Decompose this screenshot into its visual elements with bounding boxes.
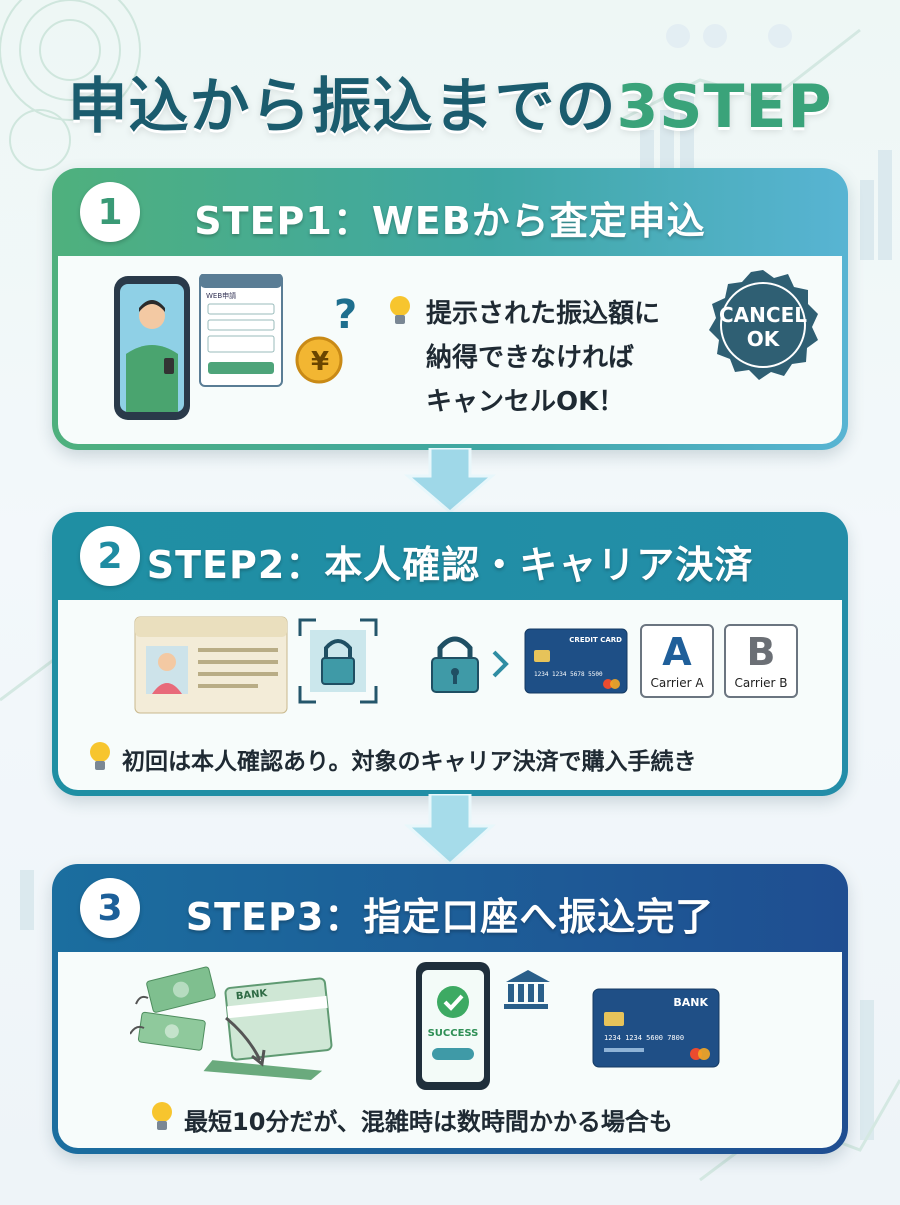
carrier-b-name: Carrier B [734,676,788,690]
lock-icon [431,636,479,693]
step3-title: STEP3：指定口座へ振込完了 [185,895,715,939]
lightbulb-icon [390,296,410,324]
step1-tip-line: 納得できなければ [426,343,635,373]
stamp-line2: OK [747,327,781,351]
step1-title: STEP1：WEBから査定申込 [194,199,706,243]
down-arrow-2 [404,794,496,866]
step2-card: 2 STEP2：本人確認・キャリア決済 [52,512,848,796]
step3-number-badge: 3 [80,878,140,938]
phone-success-illustration: SUCCESS [416,962,550,1090]
id-card-illustration [134,616,288,714]
step2-number-badge: 2 [80,526,140,586]
svg-text:?: ? [334,292,357,338]
step1-card: 1 STEP1：WEBから査定申込 WEB申請 ¥ ? [52,168,848,450]
lightbulb-icon [90,742,110,770]
chevron-right-icon [492,650,509,678]
money-bankbook-illustration: BANK [130,966,333,1080]
step3-tip: 最短10分だが、混雑時は数時間かかる場合も [184,1108,673,1136]
bank-building-icon [504,970,550,1009]
down-arrow-1 [404,448,496,514]
credit-card-number: 1234 1234 5678 5500 [534,671,603,678]
step1-tip-line: キャンセルOK！ [426,387,625,417]
carrier-a-letter: A [662,630,692,674]
step2-body: CREDIT CARD 1234 1234 5678 5500 A Carrie… [58,600,842,790]
bank-card-label: BANK [673,996,708,1009]
step1-header: 1 STEP1：WEBから査定申込 [52,168,848,256]
credit-card-illustration: CREDIT CARD 1234 1234 5678 5500 [524,628,628,694]
step3-body: BANK SUCCESS [58,952,842,1148]
cancel-ok-stamp: CANCEL OK [709,270,818,380]
page-title-accent: 3STEP [616,72,833,142]
scan-lock-icon [298,618,378,704]
step3-header: 3 STEP3：指定口座へ振込完了 [52,864,848,952]
web-form-label: WEB申請 [206,291,236,300]
step3-card: 3 STEP3：指定口座へ振込完了 BANK [52,864,848,1154]
page-title-main: 申込から振込までの [67,72,617,142]
step2-title: STEP2：本人確認・キャリア決済 [146,543,754,587]
step1-tip: 提示された振込額に 納得できなければ キャンセルOK！ [426,292,660,424]
step2-header: 2 STEP2：本人確認・キャリア決済 [52,512,848,600]
carrier-a-option[interactable]: A Carrier A [640,624,714,698]
bankbook-label: BANK [235,988,269,1002]
step2-tip: 初回は本人確認あり。対象のキャリア決済で購入手続き [122,749,697,775]
stamp-line1: CANCEL [719,303,807,327]
step1-body: WEB申請 ¥ ? 提示された振込額に 納得できなければ キャンセルOK！ CA… [58,256,842,444]
success-label: SUCCESS [428,1028,479,1039]
credit-card-label: CREDIT CARD [569,636,622,644]
person-phone-illustration: WEB申請 ¥ ? [114,274,357,420]
carrier-b-letter: B [746,630,776,674]
svg-text:¥: ¥ [311,347,329,377]
bank-card-illustration: BANK 1234 1234 5600 7800 [592,988,720,1068]
carrier-b-option[interactable]: B Carrier B [724,624,798,698]
bank-card-number: 1234 1234 5600 7800 [604,1034,684,1042]
step1-number-badge: 1 [80,182,140,242]
step1-tip-line: 提示された振込額に [426,299,661,329]
lightbulb-icon [152,1102,172,1130]
carrier-a-name: Carrier A [650,676,704,690]
page-title: 申込から振込までの3STEP [0,58,900,145]
